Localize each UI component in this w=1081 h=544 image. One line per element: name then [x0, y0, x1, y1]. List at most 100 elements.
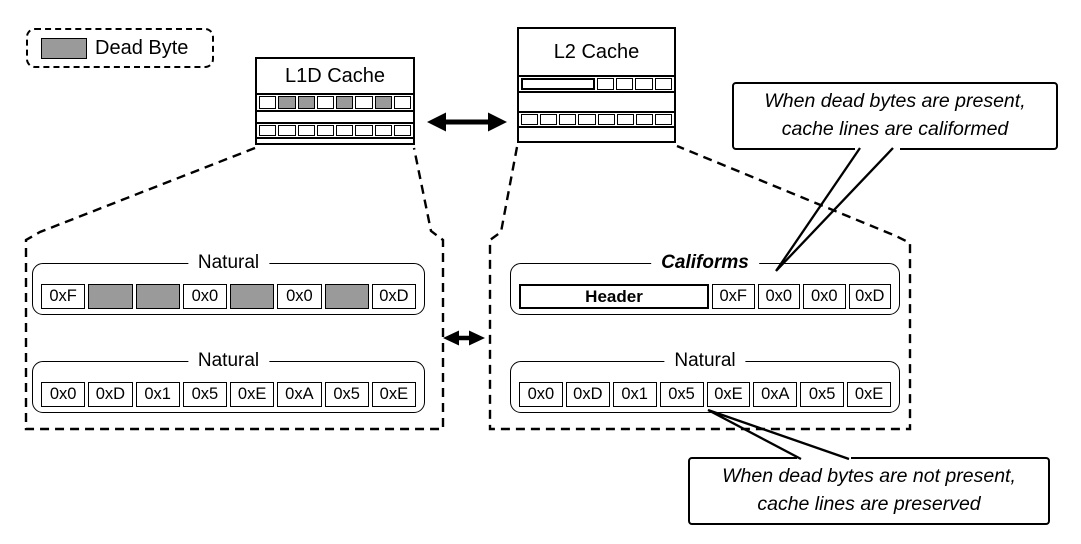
byte-cell: 0xA — [277, 382, 322, 407]
dead-byte-minicell — [278, 96, 296, 109]
l2-line-empty — [519, 126, 674, 141]
l1d-line-natural — [257, 122, 413, 137]
l2-line-califormed — [519, 75, 674, 91]
byte-cell: 0x5 — [182, 382, 227, 407]
dead-byte-cell — [88, 284, 133, 309]
byte-cell: 0x0 — [803, 284, 846, 309]
califorms-header-cell: Header — [519, 284, 709, 309]
byte-cell: 0xD — [848, 284, 891, 309]
byte-minicell — [297, 125, 315, 136]
line-type-label: Natural — [187, 252, 270, 274]
l1d-cache-title: L1D Cache — [284, 64, 386, 87]
callout-text-line: cache lines are califormed — [781, 118, 1009, 141]
callout-text-line: When dead bytes are present, — [764, 90, 1026, 112]
dead-byte-minicell — [336, 96, 354, 109]
byte-minicell — [635, 114, 653, 125]
callout-text-line: When dead bytes are not present, — [722, 465, 1016, 487]
byte-minicell — [316, 125, 334, 136]
byte-cell: 0x5 — [800, 382, 845, 407]
callout-border-gap — [855, 144, 900, 152]
byte-minicell — [336, 125, 354, 136]
byte-minicell — [616, 114, 634, 125]
byte-cell: 0xE — [706, 382, 751, 407]
dead-byte-legend: Dead Byte — [26, 28, 214, 68]
byte-cell: 0xF — [712, 284, 755, 309]
byte-cell: 0xE — [371, 382, 416, 407]
byte-minicell — [259, 96, 277, 109]
callout-califormed: When dead bytes are present, cache lines… — [732, 82, 1058, 150]
callout-text-line: cache lines are preserved — [757, 493, 981, 516]
l2-line-empty — [519, 91, 674, 111]
dead-byte-minicell — [374, 96, 392, 109]
byte-minicell — [559, 114, 577, 125]
byte-cell: 0x1 — [612, 382, 657, 407]
byte-cell: 0xE — [847, 382, 891, 407]
byte-cell: 0x5 — [659, 382, 704, 407]
byte-minicell — [578, 114, 596, 125]
byte-cell: 0xA — [753, 382, 798, 407]
l1d-cache-box: L1D Cache — [255, 57, 415, 145]
byte-minicell — [597, 114, 615, 125]
byte-cells: 0xF 0x0 0x0 0xD — [41, 284, 416, 309]
byte-minicell — [540, 114, 558, 125]
byte-minicell — [355, 96, 373, 109]
byte-minicell — [521, 114, 539, 125]
callout-preserved: When dead bytes are not present, cache l… — [688, 457, 1050, 525]
l1d-natural-line-with-dead-bytes: Natural 0xF 0x0 0x0 0xD — [32, 252, 425, 315]
l1-l2-arrow — [427, 112, 507, 132]
dead-byte-swatch — [41, 37, 87, 59]
dead-byte-label: Dead Byte — [95, 36, 189, 59]
byte-minicell — [635, 78, 653, 90]
byte-cell: 0x0 — [757, 284, 800, 309]
l2-line-natural — [519, 111, 674, 126]
byte-cell: 0xD — [371, 284, 416, 309]
byte-cell: 0xF — [41, 284, 86, 309]
l1d-line-califormed — [257, 93, 413, 110]
right-zoom-outline — [488, 144, 912, 431]
dead-byte-cell — [324, 284, 369, 309]
byte-minicell — [259, 125, 277, 136]
byte-cell: 0x0 — [519, 382, 563, 407]
byte-cell: 0x1 — [135, 382, 180, 407]
byte-cell: 0x0 — [277, 284, 322, 309]
byte-minicell — [596, 78, 615, 90]
byte-minicell — [355, 125, 373, 136]
byte-minicell — [393, 96, 411, 109]
byte-minicell — [654, 114, 672, 125]
byte-minicell — [393, 125, 411, 136]
byte-cell: 0x0 — [182, 284, 227, 309]
byte-cell: 0xE — [230, 382, 275, 407]
byte-minicell — [316, 96, 334, 109]
left-zoom-outline — [24, 146, 445, 431]
byte-minicell — [278, 125, 296, 136]
line-type-label: Natural — [664, 350, 746, 372]
califormed-line-header-mini — [521, 78, 595, 90]
byte-minicell — [616, 78, 634, 90]
line-type-label: Califorms — [651, 252, 759, 274]
line-type-label: Natural — [187, 350, 270, 372]
byte-cell: 0xD — [88, 382, 133, 407]
byte-cell: 0x5 — [324, 382, 369, 407]
l2-cache-box: L2 Cache — [517, 27, 676, 143]
callout-border-gap — [797, 454, 851, 462]
byte-minicell — [374, 125, 392, 136]
l1d-line-empty — [257, 110, 413, 122]
byte-minicell — [654, 78, 672, 90]
dead-byte-cell — [135, 284, 180, 309]
l2-cache-title: L2 Cache — [553, 40, 640, 63]
callout-preserved-tail — [707, 408, 850, 461]
dead-byte-cell — [230, 284, 275, 309]
dead-byte-minicell — [297, 96, 315, 109]
callout-califormed-tail — [775, 147, 894, 272]
region-sync-arrow — [443, 330, 485, 346]
l1d-line-empty — [257, 137, 413, 143]
